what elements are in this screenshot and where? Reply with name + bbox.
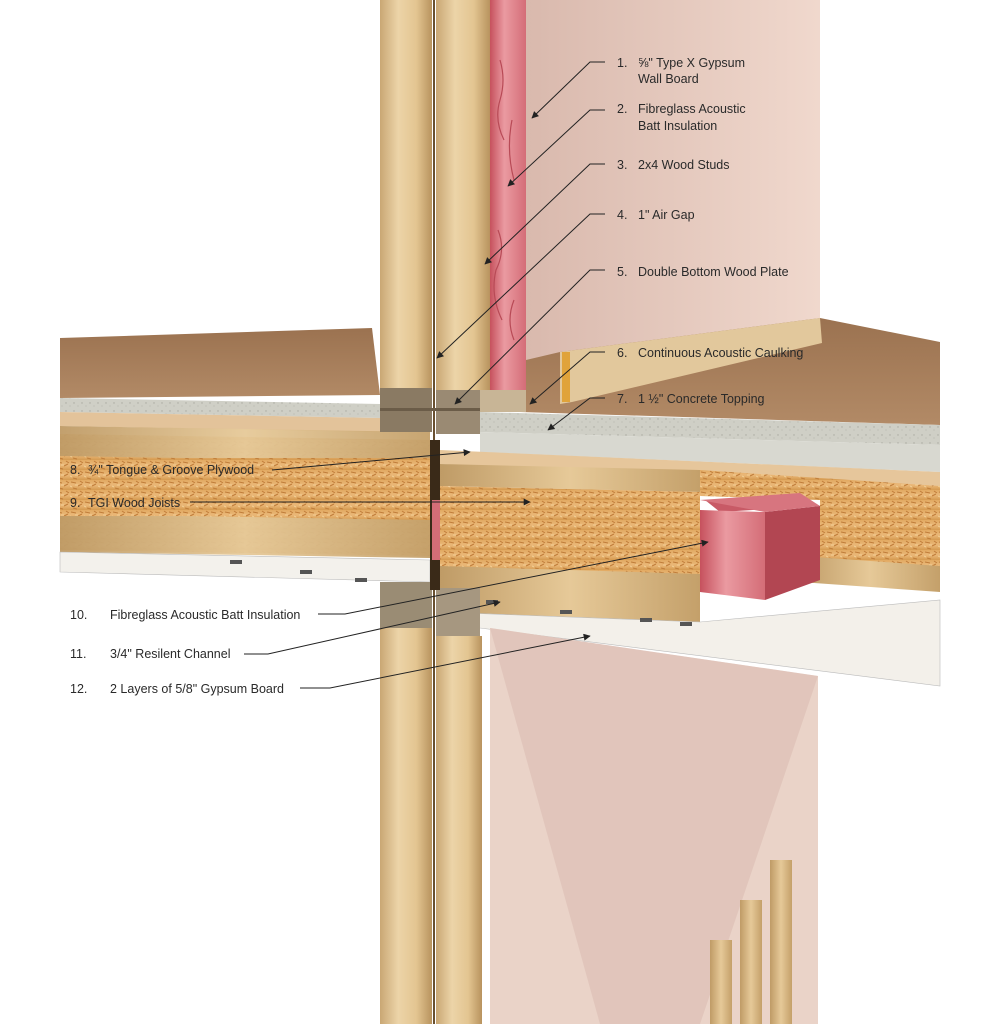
lower-stud-right <box>436 636 482 1024</box>
acoustic-caulking-strip <box>560 318 822 404</box>
top-plate-left <box>380 582 432 628</box>
callout-3-number: 3. <box>617 158 627 172</box>
upper-gypsum-wall-board <box>526 0 820 360</box>
callout-5-number: 5. <box>617 265 627 279</box>
callout-8-number: 8. <box>70 463 80 477</box>
callout-10-number: 10. <box>70 608 87 622</box>
callout-11: 11. 3/4" Resilent Channel <box>70 647 230 661</box>
leader-2 <box>507 109 605 187</box>
leader-7 <box>547 397 605 431</box>
far-joist-bottom-flange <box>800 556 940 592</box>
callout-7-number: 7. <box>617 392 627 406</box>
callout-6-number: 6. <box>617 346 627 360</box>
callout-5: 5. Double Bottom Wood Plate <box>617 265 789 279</box>
bottom-plate-right <box>436 390 480 434</box>
leader-8 <box>271 449 471 471</box>
leader-11 <box>244 599 501 655</box>
callout-12: 12. 2 Layers of 5/8" Gypsum Board <box>70 682 284 696</box>
callout-10: 10. Fibreglass Acoustic Batt Insulation <box>70 608 300 622</box>
right-joist-top-flange <box>440 464 700 492</box>
left-floor-plywood-top <box>60 328 380 398</box>
caulking-bead <box>562 352 570 402</box>
far-lower-stud-2 <box>740 900 762 1024</box>
leader-4 <box>436 213 605 359</box>
upper-wall-insulation <box>490 0 526 395</box>
callout-4: 4. 1" Air Gap <box>617 208 695 222</box>
far-lower-stud-3 <box>770 860 792 1024</box>
callout-9-text: TGI Wood Joists <box>88 496 180 510</box>
callout-11-text: 3/4" Resilent Channel <box>110 647 230 661</box>
callout-3-text: 2x4 Wood Studs <box>638 158 730 172</box>
leader-lines <box>190 61 709 689</box>
lower-gypsum-cutaway <box>490 628 818 1024</box>
floor-insulation-batt-face <box>700 510 765 600</box>
callout-1-number: 1. <box>617 56 627 70</box>
lower-stud-left <box>380 628 432 1024</box>
callout-2: 2. Fibreglass Acoustic Batt Insulation <box>617 102 746 133</box>
left-joist-osb-web <box>60 458 430 516</box>
left-joist-bottom-flange <box>60 514 430 558</box>
callout-8: 8. ¾" Tongue & Groove Plywood <box>70 463 254 477</box>
floor-insulation-batt-side <box>765 506 820 600</box>
leader-3 <box>484 163 605 265</box>
resilient-channel-clips <box>230 560 692 626</box>
callout-9: 9. TGI Wood Joists <box>70 496 180 510</box>
right-concrete-edge <box>480 432 940 472</box>
leader-6 <box>529 351 605 405</box>
callout-2-text-line2: Batt Insulation <box>638 119 717 133</box>
callout-5-text: Double Bottom Wood Plate <box>638 265 789 279</box>
floor-insulation-batt-top-face <box>700 493 820 512</box>
callout-4-number: 4. <box>617 208 627 222</box>
left-joist-top-flange <box>60 426 430 462</box>
callout-8-text: ¾" Tongue & Groove Plywood <box>88 463 254 477</box>
joist-gap-insulation <box>432 500 440 560</box>
callout-2-number: 2. <box>617 102 627 116</box>
callout-1: 1. ⅝" Type X Gypsum Wall Board <box>617 56 745 86</box>
callout-2-text: Fibreglass Acoustic <box>638 102 746 116</box>
callout-12-number: 12. <box>70 682 87 696</box>
wall-plate-side <box>480 390 526 412</box>
callout-1-text: ⅝" Type X Gypsum <box>638 56 745 70</box>
callout-1-text-line2: Wall Board <box>638 72 699 86</box>
leader-1 <box>531 61 605 119</box>
callout-6: 6. Continuous Acoustic Caulking <box>617 346 803 360</box>
left-plywood-subfloor <box>60 412 380 432</box>
bottom-plate-seam <box>380 408 480 411</box>
leader-10 <box>318 539 709 615</box>
insulation-texture <box>493 59 515 341</box>
top-plate-right <box>436 588 480 636</box>
callout-11-number: 11. <box>70 647 86 661</box>
callout-12-text: 2 Layers of 5/8" Gypsum Board <box>110 682 284 696</box>
upper-stud-right <box>436 0 490 390</box>
callout-3: 3. 2x4 Wood Studs <box>617 158 730 172</box>
callout-7-text: 1 ½" Concrete Topping <box>638 392 765 406</box>
leader-5 <box>454 269 605 405</box>
right-joist-bottom-flange <box>440 566 700 622</box>
callout-4-text: 1" Air Gap <box>638 208 695 222</box>
leader-12 <box>300 633 591 689</box>
callout-7: 7. 1 ½" Concrete Topping <box>617 392 765 406</box>
callout-6-text: Continuous Acoustic Caulking <box>638 346 803 360</box>
callout-9-number: 9. <box>70 496 80 510</box>
right-concrete-topping <box>480 412 940 445</box>
left-concrete-topping <box>60 398 380 418</box>
far-lower-stud-1 <box>710 940 732 1024</box>
callout-10-text: Fibreglass Acoustic Batt Insulation <box>110 608 300 622</box>
upper-stud-left <box>380 0 432 388</box>
